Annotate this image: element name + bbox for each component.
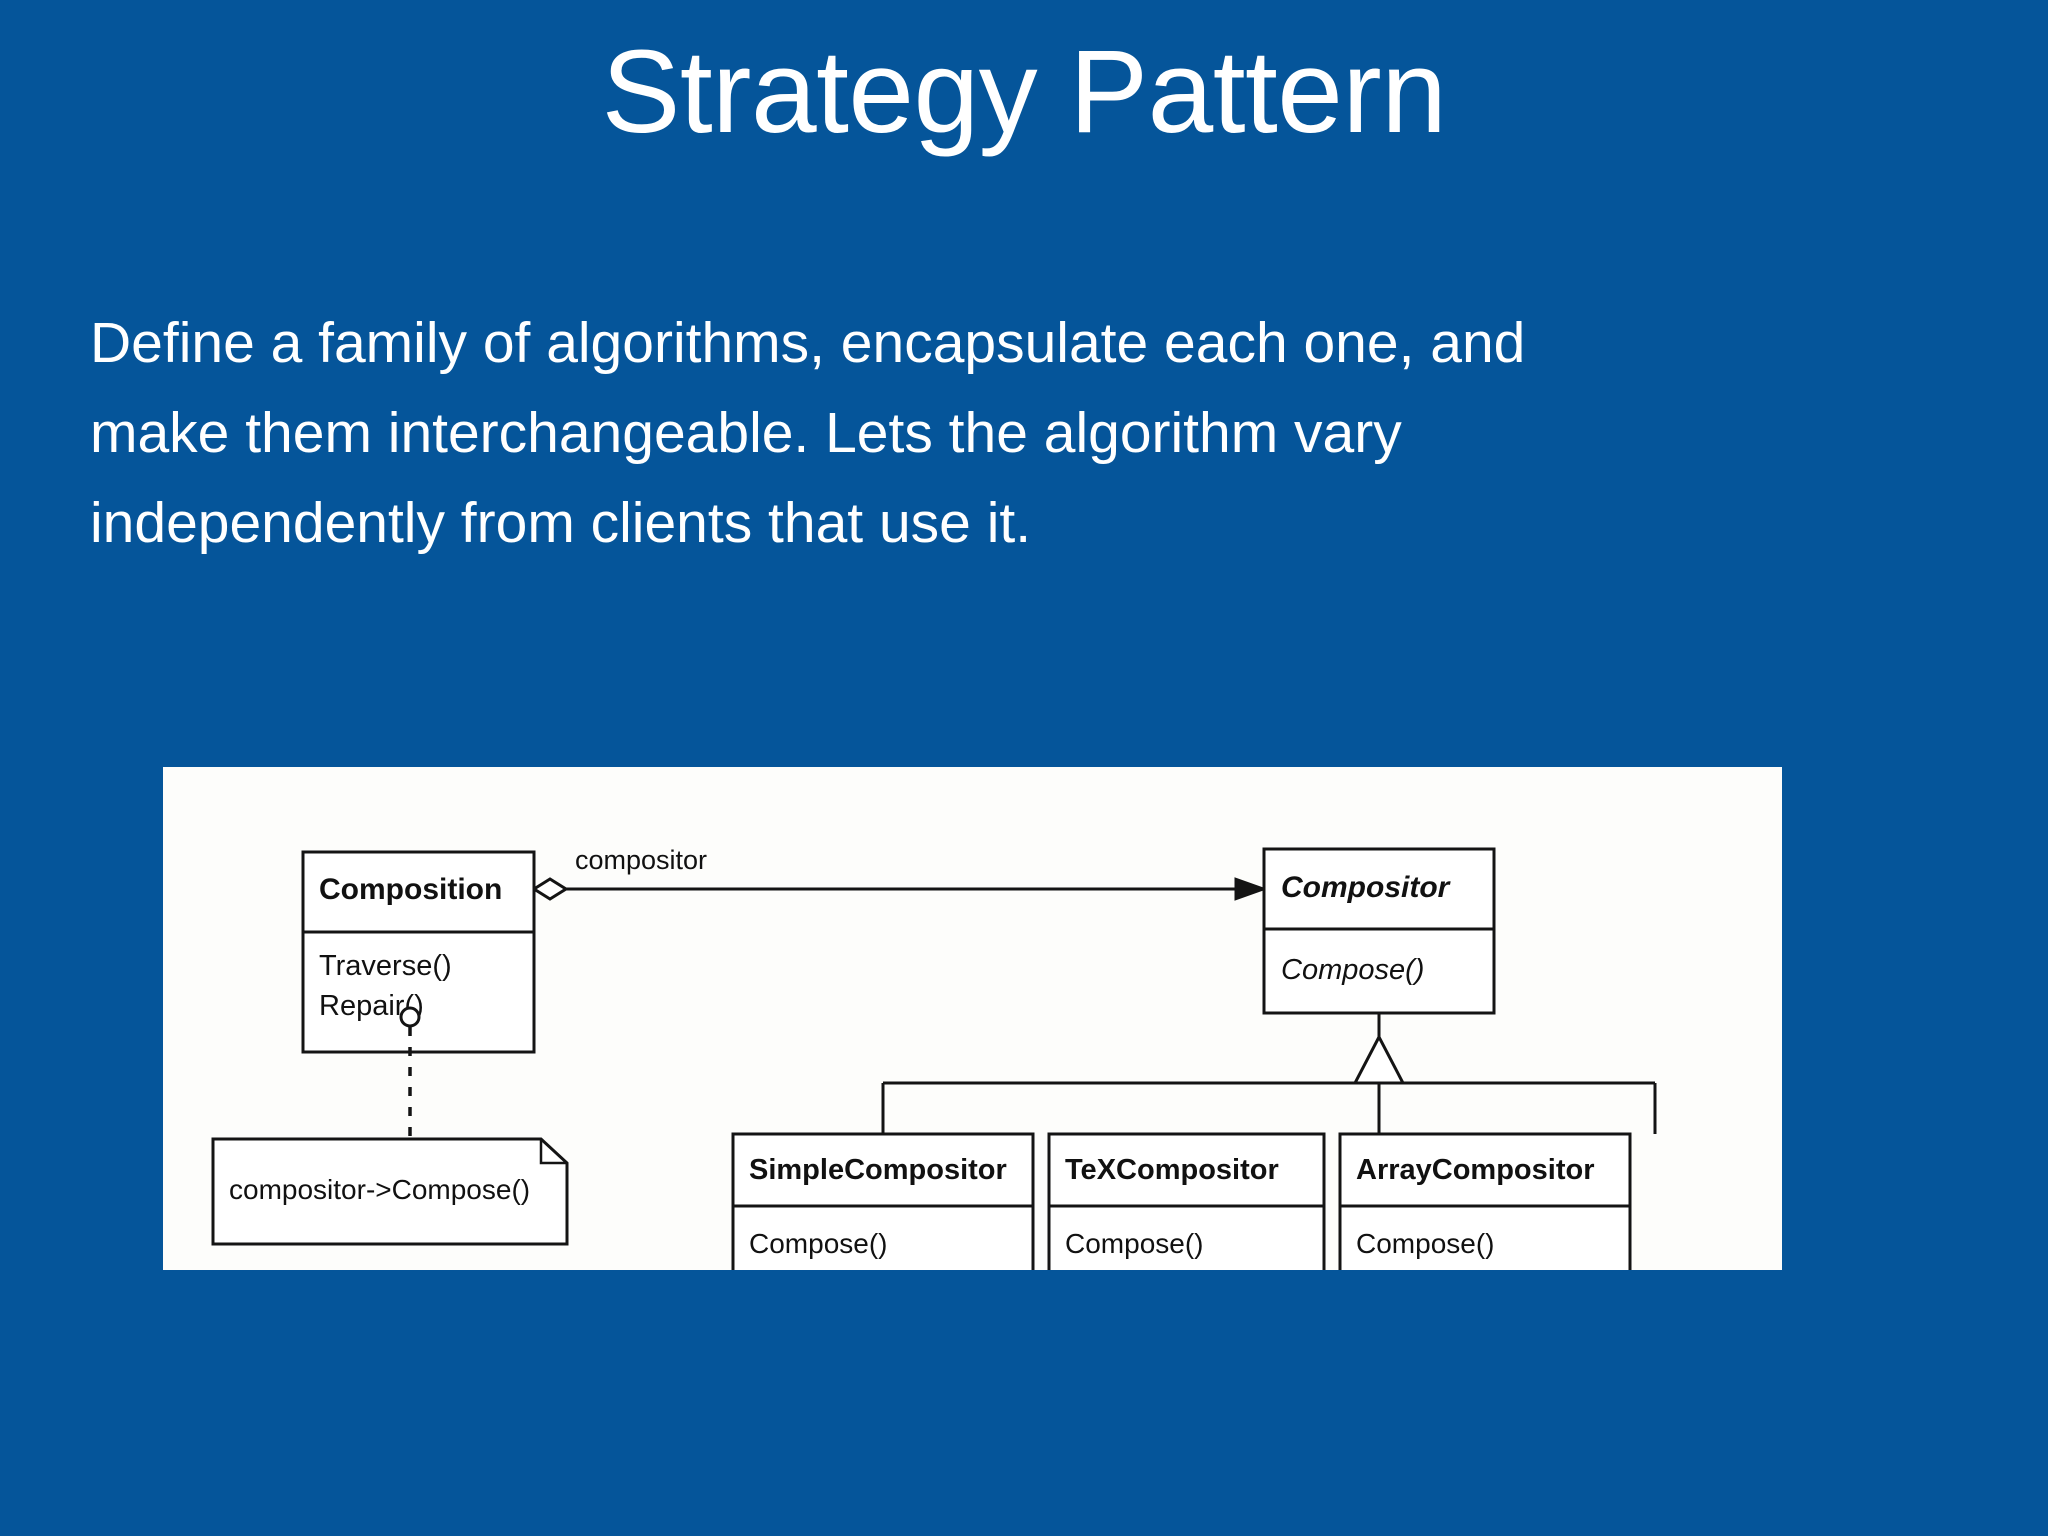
- uml-diagram-panel: compositor Composition Traverse() Repair…: [163, 767, 1782, 1270]
- uml-class-diagram: compositor Composition Traverse() Repair…: [211, 845, 1657, 1270]
- page-title: Strategy Pattern: [601, 26, 1447, 158]
- class-name-texcompositor: TeXCompositor: [1065, 1154, 1279, 1186]
- arrowhead-icon: [1234, 877, 1268, 901]
- body-line-1: Define a family of algorithms, encapsula…: [90, 311, 1526, 375]
- aggregation-diamond-icon: [531, 877, 569, 901]
- class-box-arraycompositor-header: [1338, 1132, 1632, 1208]
- class-box-simplecompositor-ops: [731, 1204, 1035, 1270]
- note-box: [211, 1137, 569, 1246]
- operation-compositor-compose: Compose(): [1281, 954, 1424, 986]
- class-name-composition: Composition: [319, 873, 502, 906]
- lollipop-circle-icon: [399, 1006, 421, 1028]
- body-line-3: independently from clients that use it.: [90, 491, 1032, 555]
- class-name-compositor: Compositor: [1281, 871, 1452, 904]
- class-name-arraycompositor: ArrayCompositor: [1356, 1154, 1595, 1186]
- body-line-2: make them interchangeable. Lets the algo…: [90, 401, 1402, 465]
- class-box-composition-ops: [301, 930, 536, 1054]
- class-box-texcompositor-ops: [1047, 1204, 1326, 1270]
- operation-composition-traverse: Traverse(): [319, 950, 452, 982]
- note-text: compositor->Compose(): [229, 1174, 530, 1205]
- operation-arraycompositor-compose: Compose(): [1356, 1228, 1494, 1259]
- association-label: compositor: [575, 845, 707, 875]
- slide-body-text: Define a family of algorithms, encapsula…: [90, 298, 1960, 568]
- class-box-texcompositor-header: [1047, 1132, 1326, 1208]
- note-folded-corner-icon: [539, 1139, 567, 1165]
- class-box-arraycompositor-ops: [1338, 1204, 1632, 1270]
- operation-simplecompositor-compose: Compose(): [749, 1228, 887, 1259]
- generalization-triangle-icon: [1352, 1033, 1406, 1085]
- class-box-compositor-header: [1262, 847, 1496, 931]
- class-name-simplecompositor: SimpleCompositor: [749, 1154, 1007, 1186]
- class-box-simplecompositor-header: [731, 1132, 1035, 1208]
- operation-texcompositor-compose: Compose(): [1065, 1228, 1203, 1259]
